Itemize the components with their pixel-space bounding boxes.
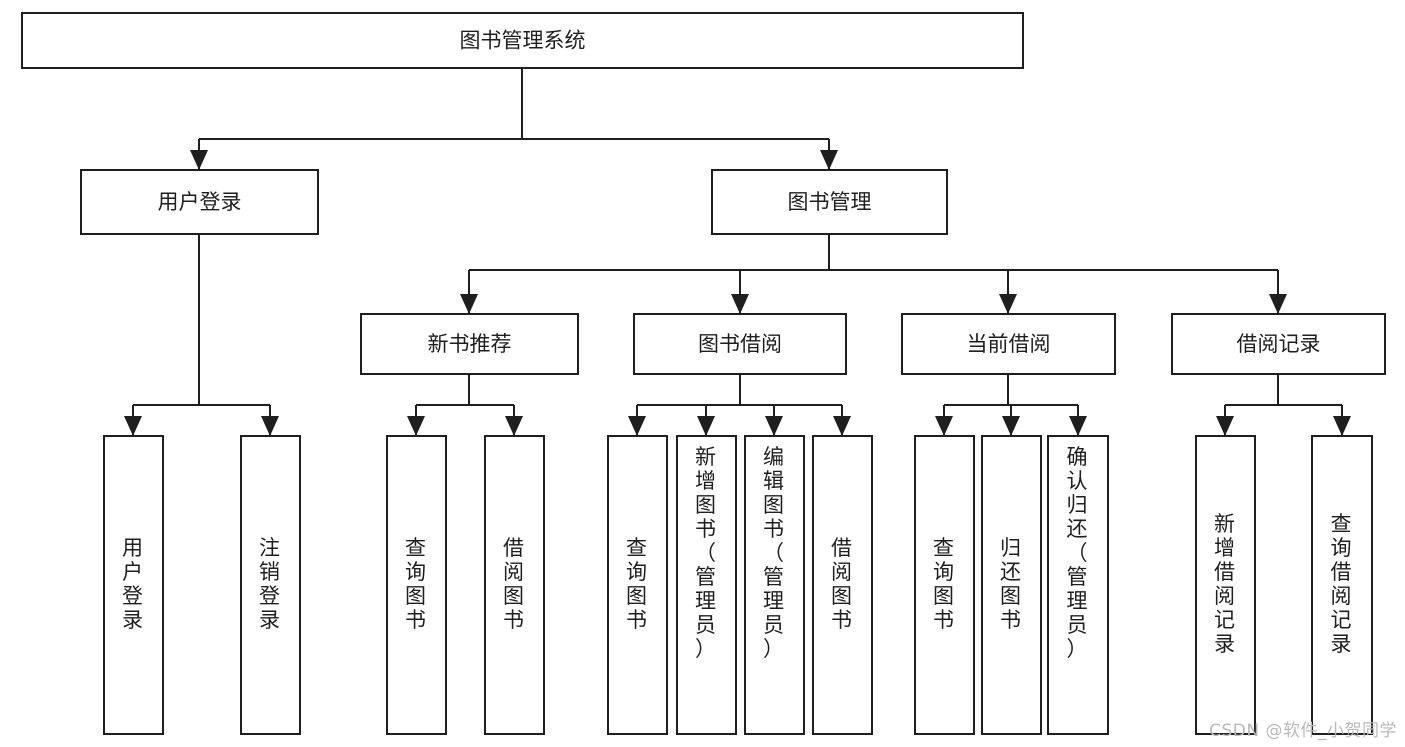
node-leaf-12-rect[interactable] (1310, 434, 1374, 736)
node-level2-1-rect[interactable] (710, 168, 949, 236)
books-arrow-2 (999, 294, 1017, 314)
node-leaf-4-label: 查询图书 (626, 536, 649, 632)
node-leaf-3-rect[interactable] (483, 434, 546, 736)
group0-arrow-0 (407, 416, 425, 436)
node-leaf-11-rect[interactable] (1194, 434, 1257, 736)
group2-arrow-1 (1002, 416, 1020, 436)
node-level3-0[interactable]: 新书推荐 (359, 312, 580, 376)
node-leaf-8[interactable]: 查询图书 (913, 434, 976, 736)
node-leaf-6-rect[interactable] (743, 434, 806, 736)
node-leaf-3[interactable]: 借阅图书 (483, 434, 546, 736)
node-level3-3[interactable]: 借阅记录 (1170, 312, 1387, 376)
group1-arrow-0 (628, 416, 646, 436)
node-leaf-0-label: 用户登录 (122, 536, 145, 632)
node-root[interactable]: 图书管理系统 (20, 11, 1025, 70)
node-leaf-2-label: 查询图书 (405, 536, 428, 632)
node-leaf-10[interactable]: 确认归还（管理员） (1046, 434, 1110, 736)
node-leaf-5-rect[interactable] (675, 434, 738, 736)
node-leaf-0-rect[interactable] (102, 434, 165, 736)
node-level2-0-rect[interactable] (79, 168, 320, 236)
node-level3-3-label: 借阅记录 (1237, 332, 1321, 356)
node-leaf-1-label: 注销登录 (259, 536, 282, 632)
group2-arrow-0 (935, 416, 953, 436)
root-arrow-0 (190, 150, 208, 170)
node-level2-0-label: 用户登录 (158, 190, 242, 214)
node-leaf-12-label: 查询借阅记录 (1331, 512, 1354, 656)
login-arrow-0 (124, 416, 142, 436)
node-leaf-9[interactable]: 归还图书 (980, 434, 1043, 736)
books-arrow-0 (460, 294, 478, 314)
node-leaf-0[interactable]: 用户登录 (102, 434, 165, 736)
node-leaf-9-rect[interactable] (980, 434, 1043, 736)
node-level3-1-rect[interactable] (632, 312, 848, 376)
node-leaf-7[interactable]: 借阅图书 (811, 434, 874, 736)
node-level3-3-rect[interactable] (1170, 312, 1387, 376)
node-leaf-7-rect[interactable] (811, 434, 874, 736)
node-leaf-1[interactable]: 注销登录 (239, 434, 302, 736)
books-arrow-1 (731, 294, 749, 314)
node-leaf-8-rect[interactable] (913, 434, 976, 736)
node-leaf-3-label: 借阅图书 (503, 536, 526, 632)
node-leaf-2-rect[interactable] (385, 434, 448, 736)
node-level3-1-label: 图书借阅 (698, 332, 782, 356)
group1-arrow-1 (697, 416, 715, 436)
node-leaf-6-label: 编辑图书（管理员） (763, 445, 786, 661)
login-arrow-1 (261, 416, 279, 436)
node-leaf-6[interactable]: 编辑图书（管理员） (743, 434, 806, 736)
box-layer: 图书管理系统用户登录图书管理新书推荐图书借阅当前借阅借阅记录用户登录注销登录查询… (20, 11, 1387, 736)
node-leaf-11[interactable]: 新增借阅记录 (1194, 434, 1257, 736)
group3-arrow-0 (1216, 416, 1234, 436)
node-level2-1-label: 图书管理 (788, 190, 872, 214)
node-leaf-5[interactable]: 新增图书（管理员） (675, 434, 738, 736)
node-leaf-10-rect[interactable] (1046, 434, 1110, 736)
node-leaf-4-rect[interactable] (606, 434, 669, 736)
node-level3-0-label: 新书推荐 (428, 332, 512, 356)
node-level3-2[interactable]: 当前借阅 (900, 312, 1117, 376)
node-level3-2-label: 当前借阅 (967, 332, 1051, 356)
group1-arrow-3 (833, 416, 851, 436)
node-leaf-7-label: 借阅图书 (831, 536, 854, 632)
group2-arrow-2 (1069, 416, 1087, 436)
group1-arrow-2 (765, 416, 783, 436)
node-root-rect[interactable] (20, 11, 1025, 70)
node-leaf-11-label: 新增借阅记录 (1214, 512, 1237, 656)
node-leaf-5-label: 新增图书（管理员） (695, 445, 718, 661)
node-leaf-10-label: 确认归还（管理员） (1067, 445, 1090, 661)
node-leaf-4[interactable]: 查询图书 (606, 434, 669, 736)
node-level2-0[interactable]: 用户登录 (79, 168, 320, 236)
node-level2-1[interactable]: 图书管理 (710, 168, 949, 236)
node-level3-2-rect[interactable] (900, 312, 1117, 376)
node-leaf-2[interactable]: 查询图书 (385, 434, 448, 736)
node-leaf-1-rect[interactable] (239, 434, 302, 736)
node-leaf-9-label: 归还图书 (1000, 536, 1023, 632)
node-level3-1[interactable]: 图书借阅 (632, 312, 848, 376)
node-root-label: 图书管理系统 (460, 29, 586, 53)
node-leaf-8-label: 查询图书 (933, 536, 956, 632)
group3-arrow-1 (1333, 416, 1351, 436)
group0-arrow-1 (505, 416, 523, 436)
connector-layer (124, 68, 1351, 436)
root-arrow-1 (820, 150, 838, 170)
books-arrow-3 (1269, 294, 1287, 314)
node-level3-0-rect[interactable] (359, 312, 580, 376)
node-leaf-12[interactable]: 查询借阅记录 (1310, 434, 1374, 736)
